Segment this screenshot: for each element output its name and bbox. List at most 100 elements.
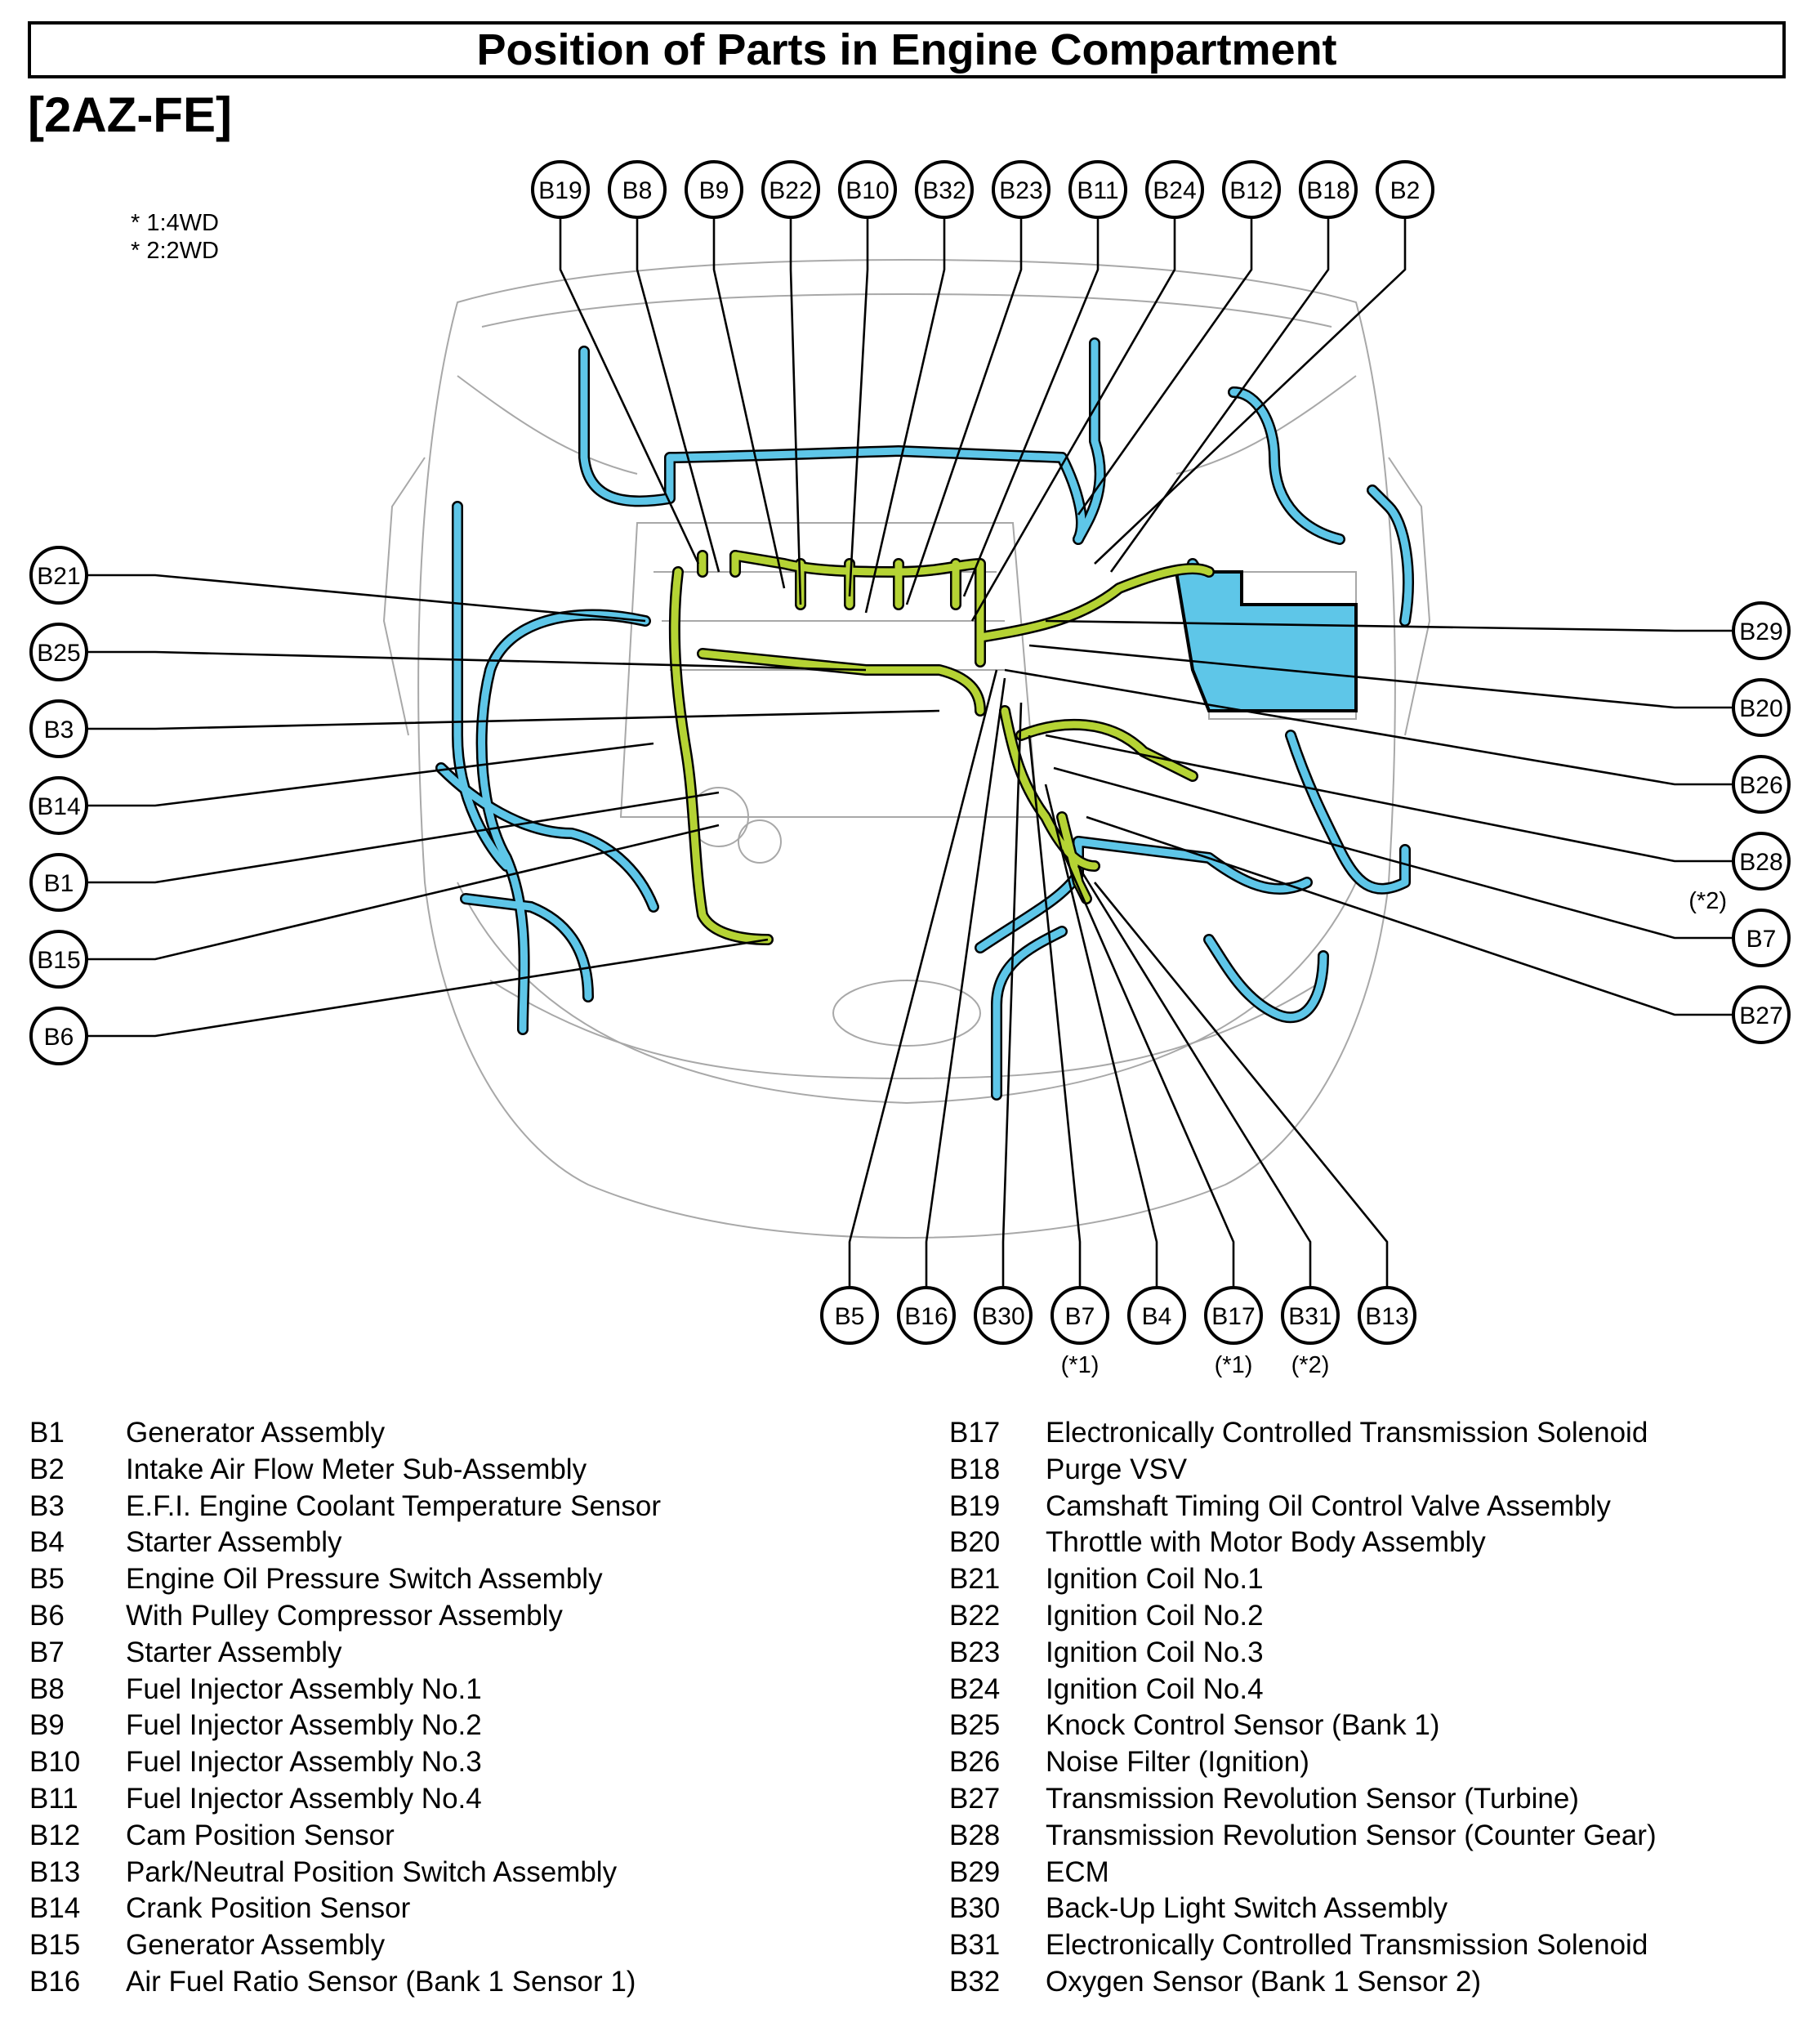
callout-label: B19 bbox=[538, 177, 582, 204]
callout-label: B31 bbox=[1288, 1303, 1332, 1330]
leader-line bbox=[87, 742, 654, 807]
callout-b12: B12 bbox=[1222, 160, 1281, 219]
callout-b31: B31 bbox=[1281, 1286, 1340, 1345]
callout-label: B25 bbox=[37, 640, 80, 667]
callout-label: B21 bbox=[37, 563, 80, 590]
legend-code: B18 bbox=[949, 1453, 1001, 1485]
callout-circle bbox=[915, 160, 974, 219]
callout-circle bbox=[992, 160, 1051, 219]
callout-circle bbox=[531, 160, 590, 219]
callout-label: B22 bbox=[769, 177, 812, 204]
callout-b30: B30 bbox=[974, 1286, 1033, 1345]
engine-compartment-diagram: * 1:4WD * 2:2WD bbox=[29, 160, 1791, 1378]
callout-label: B3 bbox=[44, 717, 74, 743]
legend-code: B19 bbox=[949, 1489, 1001, 1522]
legend-description: With Pulley Compressor Assembly bbox=[126, 1599, 563, 1632]
callout-circle bbox=[1732, 985, 1791, 1044]
callout-circle bbox=[29, 776, 88, 835]
leader-line bbox=[970, 217, 1176, 622]
engine-code: [2AZ-FE] bbox=[28, 87, 232, 142]
callout-circle bbox=[29, 853, 88, 912]
callout-b17: B17 bbox=[1204, 1286, 1263, 1345]
legend-code: B32 bbox=[949, 1965, 1001, 1998]
legend-description: Fuel Injector Assembly No.1 bbox=[126, 1672, 482, 1705]
callout-label: B17 bbox=[1211, 1303, 1255, 1330]
callout-circle bbox=[1299, 160, 1358, 219]
leader-line bbox=[87, 938, 769, 1038]
callout-b9: B9 bbox=[685, 160, 743, 219]
note-2wd: * 2:2WD bbox=[131, 238, 219, 264]
callout-label: B8 bbox=[622, 177, 653, 204]
legend-description: Fuel Injector Assembly No.3 bbox=[126, 1746, 482, 1779]
callout-label: B20 bbox=[1739, 695, 1782, 722]
callout-b20: B20 bbox=[1732, 678, 1791, 737]
callout-b14: B14 bbox=[29, 776, 88, 835]
legend-description: Ignition Coil No.3 bbox=[1046, 1636, 1264, 1668]
callout-b7: B7 bbox=[1051, 1286, 1109, 1345]
legend-code: B30 bbox=[949, 1892, 1001, 1925]
callout-b3: B3 bbox=[29, 699, 88, 758]
legend-description: Starter Assembly bbox=[126, 1636, 342, 1668]
leader-line bbox=[864, 217, 946, 614]
callout-circle bbox=[1732, 832, 1791, 891]
legend-description: Ignition Coil No.1 bbox=[1046, 1563, 1264, 1596]
leader-line bbox=[87, 650, 867, 672]
callout-b26: B26 bbox=[1732, 755, 1791, 814]
callout-label: B27 bbox=[1739, 1002, 1782, 1029]
legend-description: E.F.I. Engine Coolant Temperature Sensor bbox=[126, 1489, 662, 1522]
legend-description: Generator Assembly bbox=[126, 1417, 386, 1449]
callout-circle bbox=[29, 546, 88, 605]
callout-label: B16 bbox=[904, 1303, 948, 1330]
callout-b19: B19 bbox=[531, 160, 590, 219]
legend-description: Knock Control Sensor (Bank 1) bbox=[1046, 1709, 1440, 1742]
leader-lines bbox=[87, 217, 1733, 1288]
legend-description: Transmission Revolution Sensor (Turbine) bbox=[1046, 1782, 1579, 1815]
legend-item: B27 Transmission Revolution Sensor (Turbi… bbox=[949, 1781, 1807, 1818]
leader-line bbox=[848, 669, 998, 1288]
legend-code: B13 bbox=[29, 1855, 81, 1888]
callout-label: B15 bbox=[37, 947, 80, 974]
callout-circle bbox=[1145, 160, 1204, 219]
leader-line bbox=[712, 217, 786, 589]
callout-label: B24 bbox=[1153, 177, 1196, 204]
legend-code: B17 bbox=[949, 1417, 1001, 1449]
legend-description: Ignition Coil No.4 bbox=[1046, 1672, 1264, 1705]
callout-circle bbox=[1732, 601, 1791, 660]
callout-label: B7 bbox=[1065, 1303, 1095, 1330]
callout-b24: B24 bbox=[1145, 160, 1204, 219]
legend-code: B11 bbox=[29, 1782, 78, 1815]
legend-code: B27 bbox=[949, 1782, 1001, 1815]
callout-circle bbox=[1732, 678, 1791, 737]
callout-label: B28 bbox=[1739, 849, 1782, 876]
legend-code: B15 bbox=[29, 1929, 81, 1962]
legend-code: B2 bbox=[29, 1453, 65, 1485]
leader-line bbox=[1093, 882, 1389, 1288]
callout-b4: B4 bbox=[1127, 1286, 1186, 1345]
callout-label: B18 bbox=[1306, 177, 1349, 204]
callout-b15: B15 bbox=[29, 930, 88, 989]
callout-b25: B25 bbox=[29, 623, 88, 681]
vehicle-body-outline bbox=[382, 258, 1431, 1239]
callout-circle bbox=[820, 1286, 879, 1345]
leader-line bbox=[636, 217, 720, 573]
callout-b6: B6 bbox=[29, 1007, 88, 1065]
callout-circle bbox=[29, 623, 88, 681]
page-title: Position of Parts in Engine Compartment bbox=[476, 25, 1337, 74]
callout-label: B9 bbox=[699, 177, 729, 204]
leader-line bbox=[789, 217, 802, 605]
callout-b7: B7 bbox=[1732, 909, 1791, 967]
